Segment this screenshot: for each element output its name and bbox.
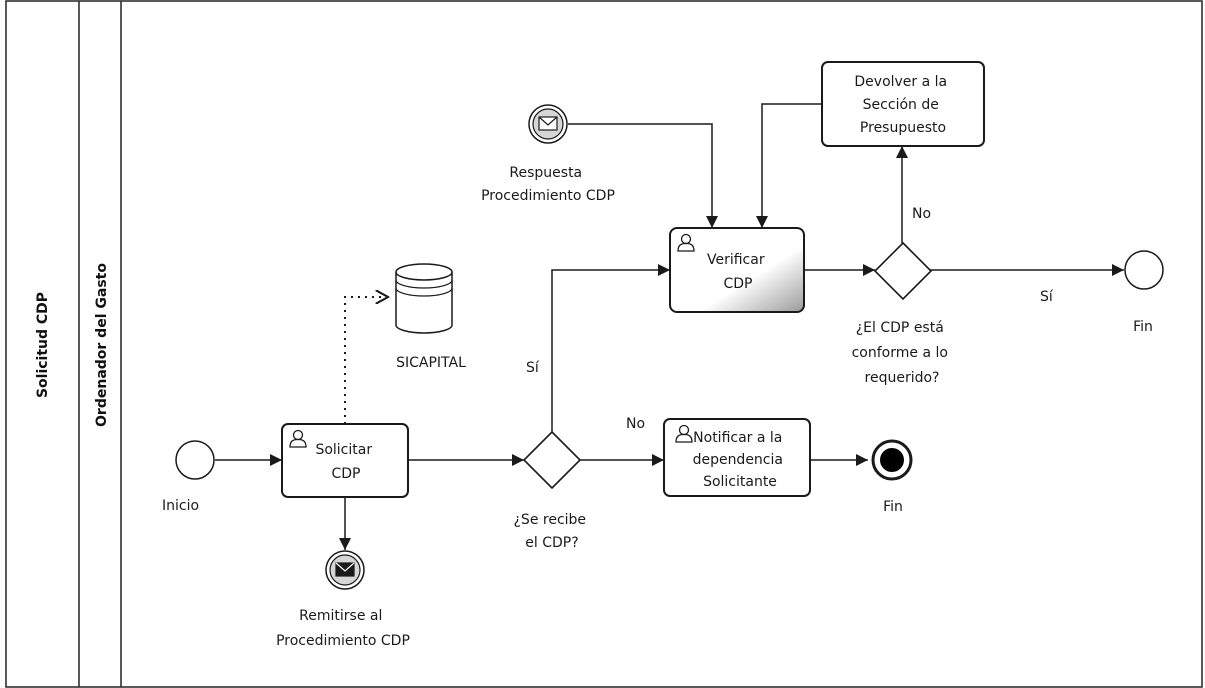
gateway-conforme-label: ¿El CDP está conforme a lo requerido? (852, 320, 953, 386)
svg-text:Solicitar CDP: Solicitar CDP (315, 442, 376, 482)
start-event[interactable] (175, 440, 215, 480)
message-event-respuesta-label: Respuesta Procedimiento CDP (481, 165, 615, 204)
svg-text:Verificar CDP: Verificar CDP (707, 252, 769, 292)
task-notificar-line1: Notificar a la (693, 430, 782, 446)
task-verificar-line1: Verificar (707, 252, 765, 268)
start-event-label: Inicio (162, 498, 199, 514)
task-devolver-presupuesto[interactable]: Devolver a la Sección de Presupuesto (821, 61, 985, 147)
flow-label-recibe-no: No (626, 416, 645, 432)
lane-label: Ordenador del Gasto (94, 263, 110, 427)
task-notificar-line3: Solicitante (703, 474, 777, 490)
gateway-se-recibe[interactable] (522, 430, 582, 490)
envelope-icon (538, 116, 558, 131)
datastore-sicapital-label: SICAPITAL (396, 355, 466, 371)
end-event-main-label: Fin (1133, 319, 1153, 335)
task-devolver-line3: Presupuesto (860, 120, 946, 136)
svg-text:Notificar a la dependenc: Notificar a la dependencia Solicitante (693, 430, 788, 490)
gateway-se-recibe-label: ¿Se recibe el CDP? (514, 512, 591, 551)
pool-label: Solicitud CDP (35, 292, 51, 398)
task-solicitar-line1: Solicitar (315, 442, 372, 458)
pool-frame (5, 0, 1203, 688)
envelope-icon (335, 562, 355, 577)
sequence-flows (215, 103, 1124, 550)
svg-text:Devolver a la Sección de: Devolver a la Sección de Presupuesto (854, 74, 951, 136)
task-solicitar-cdp[interactable]: Solicitar CDP (281, 423, 409, 498)
task-verificar-line2: CDP (724, 276, 753, 292)
task-devolver-line1: Devolver a la (854, 74, 947, 90)
task-notificar-line2: dependencia (693, 452, 783, 468)
flow-msg-verificar (568, 123, 718, 228)
datastore-sicapital[interactable] (395, 263, 453, 334)
end-event-notify-label: Fin (883, 499, 903, 515)
flow-label-recibe-yes: Sí (526, 360, 540, 376)
message-event-remitirse-label: Remitirse al Procedimiento CDP (276, 608, 410, 649)
gateway-conforme[interactable] (873, 241, 933, 301)
task-verificar-cdp[interactable]: Verificar CDP (669, 227, 805, 313)
flow-label-conforme-yes: Sí (1040, 289, 1054, 305)
task-solicitar-line2: CDP (332, 466, 361, 482)
end-event-main[interactable] (1124, 250, 1164, 290)
message-event-remitirse[interactable] (325, 550, 365, 590)
task-devolver-line2: Sección de (863, 97, 939, 113)
flow-label-conforme-no: No (912, 206, 931, 222)
database-icon (395, 263, 453, 334)
flow-recibe-verificar (551, 264, 670, 432)
flow-devolver-verificar (756, 103, 822, 228)
task-notificar-dependencia[interactable]: Notificar a la dependencia Solicitante (663, 418, 811, 497)
data-association-sicapital (344, 297, 388, 424)
message-event-respuesta[interactable] (528, 104, 568, 144)
end-event-notify[interactable] (871, 439, 913, 481)
